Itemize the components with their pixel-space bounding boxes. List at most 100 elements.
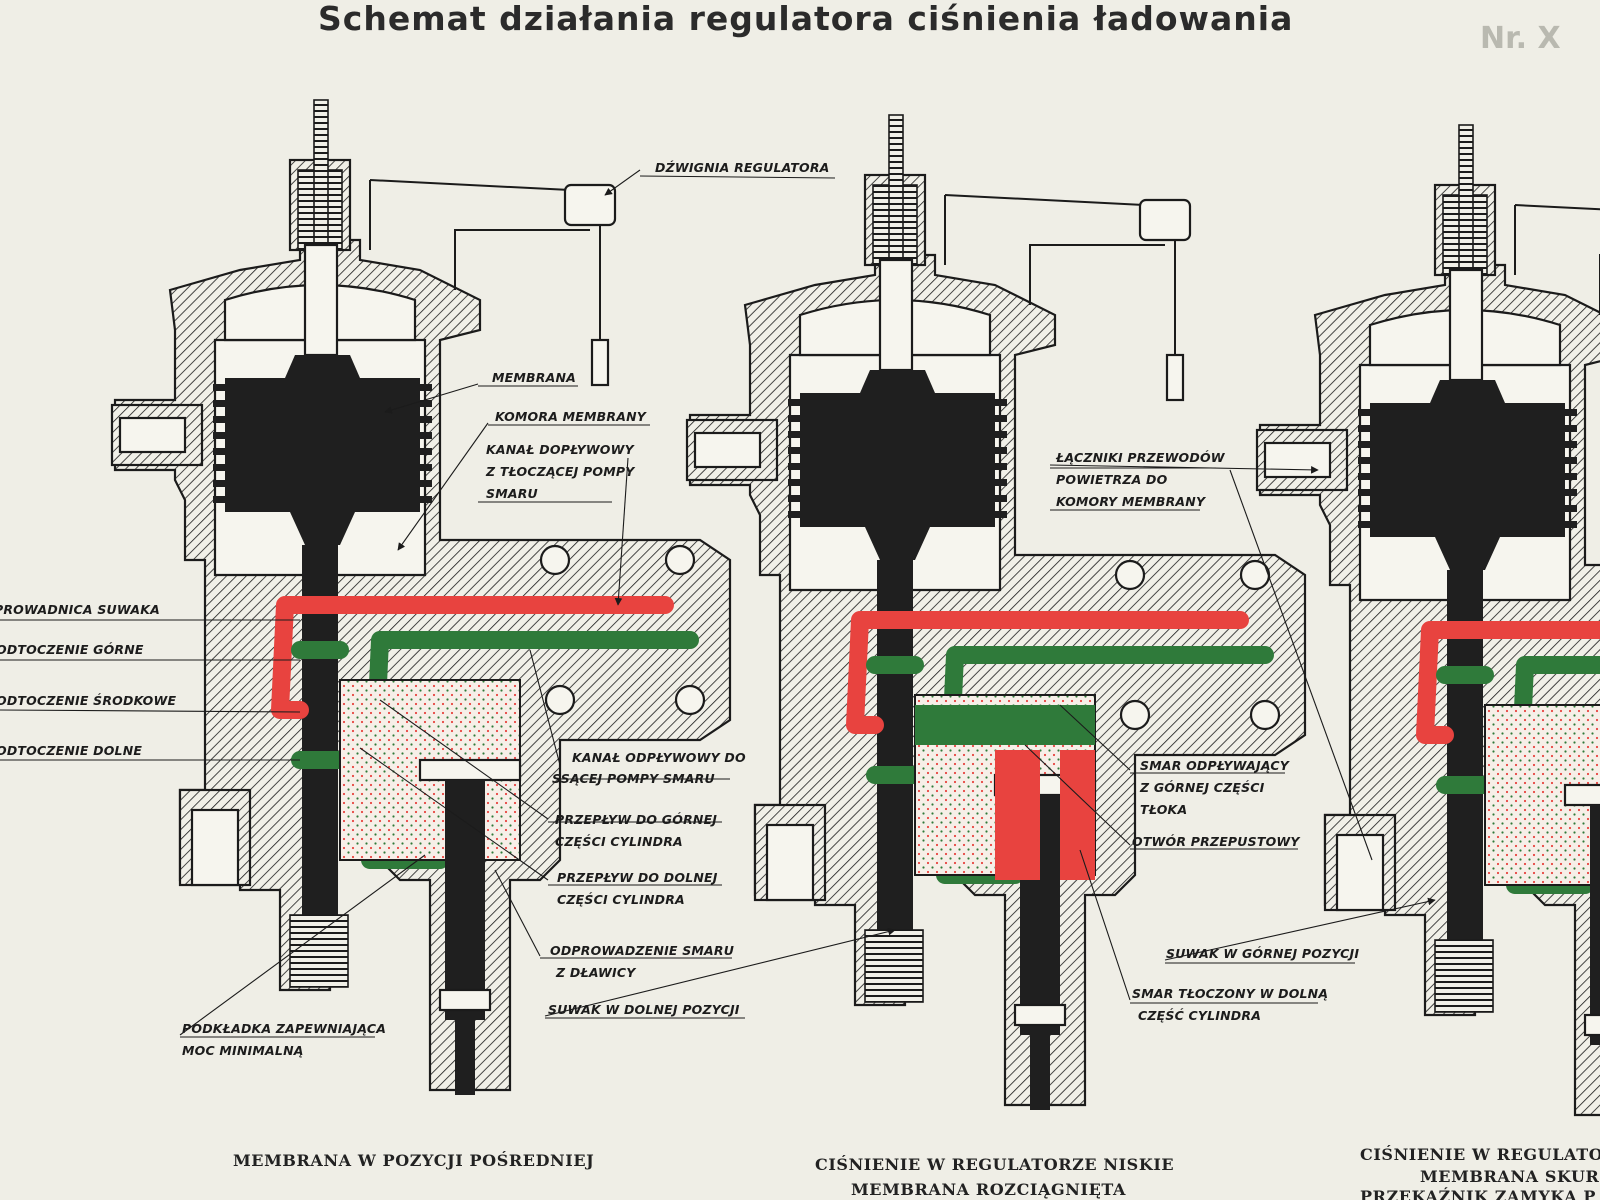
regulator-unit-intermediate [110, 99, 732, 1095]
label-membrana: MEMBRANA [492, 370, 576, 385]
bolt-hole [1239, 559, 1271, 591]
bellows-top [1430, 380, 1505, 403]
label-przeplyw-d-2: CZĘŚCI CYLINDRA [557, 892, 685, 907]
bellows-rib-right [418, 384, 432, 391]
membrane-bellows [225, 378, 420, 512]
caption-unit-1: MEMBRANA W POZYCJI POŚREDNIEJ [233, 1150, 594, 1170]
return-fill-top [915, 705, 1095, 745]
label-suwak-dolny: SUWAK W DOLNEJ POZYCJI [548, 1002, 740, 1017]
label-prowadnica: PROWADNICA SUWAKA [0, 602, 160, 617]
lever-tip [590, 338, 610, 387]
bellows-rib-right [993, 447, 1007, 454]
bolt-hole [539, 544, 571, 576]
bellows-bottom [865, 527, 930, 560]
label-odt-dolne: ODTOCZENIE DOLNE [0, 743, 142, 758]
bellows-rib-left [213, 400, 227, 407]
bellows-rib-left [788, 511, 802, 518]
label-odprowadzenie-2: Z DŁAWICY [555, 965, 637, 980]
bellows-rib-left [1358, 441, 1372, 448]
component-labels: DŹWIGNIA REGULATORA MEMBRANA KOMORA MEMB… [0, 160, 1359, 1058]
lever-tip [1165, 353, 1185, 402]
label-odt-srodkowe: ODTOCZENIE ŚRODKOWE [0, 693, 176, 708]
pressure-fill-left [995, 750, 1040, 880]
bellows-rib-right [418, 448, 432, 455]
bellows-top [860, 370, 935, 393]
label-laczniki-3: KOMORY MEMBRANY [1056, 494, 1207, 509]
red-supply-channel [271, 596, 674, 719]
piston-gland [1583, 1013, 1600, 1037]
bellows-top [285, 355, 360, 378]
bellows-rib-left [213, 384, 227, 391]
bellows-rib-left [788, 479, 802, 486]
ghost-text: Nr. X [1480, 21, 1561, 56]
bellows-rib-left [1358, 457, 1372, 464]
adjust-screw [1458, 124, 1474, 286]
stem-sleeve [303, 243, 339, 357]
piston-rod [445, 780, 485, 1020]
bolt-hole [1114, 559, 1146, 591]
bellows-rib-right [1563, 505, 1577, 512]
bellows-rib-right [1563, 441, 1577, 448]
label-smar-tl-2: CZĘŚĆ CYLINDRA [1138, 1008, 1261, 1023]
bellows-rib-left [788, 495, 802, 502]
bellows-rib-left [788, 415, 802, 422]
piston-gland [438, 988, 492, 1012]
label-przeplyw-d-1: PRZEPŁYW DO DOLNEJ [557, 870, 718, 885]
caption-unit-3-line-2: MEMBRANA SKURCZ [1420, 1167, 1600, 1186]
label-komora: KOMORA MEMBRANY [495, 409, 648, 424]
bellows-rib-right [418, 416, 432, 423]
bellows-rib-right [993, 495, 1007, 502]
piston-rod [1590, 805, 1600, 1045]
bellows-rib-right [1563, 425, 1577, 432]
leader-lines [0, 169, 1436, 1038]
bellows-rib-right [993, 479, 1007, 486]
bellows-rib-left [213, 480, 227, 487]
bellows-rib-left [788, 447, 802, 454]
bellows-rib-right [1563, 521, 1577, 528]
page-title: Schemat działania regulatora ciśnienia ł… [318, 0, 1293, 38]
bellows-rib-right [418, 400, 432, 407]
bellows-rib-right [1563, 457, 1577, 464]
label-kanal-doplyw-1: KANAŁ DOPŁYWOWY [486, 442, 636, 457]
stem-sleeve [878, 258, 914, 372]
red-supply-channel [1416, 621, 1600, 744]
air-port-bore [118, 416, 187, 454]
lever-block [1138, 198, 1192, 242]
regulator-unit-high-pressure [1255, 124, 1600, 1117]
bellows-rib-left [213, 432, 227, 439]
air-port-bore [693, 431, 762, 469]
bellows-rib-left [1358, 409, 1372, 416]
lower-fitting-bore [765, 823, 815, 902]
label-dzwignia: DŹWIGNIA REGULATORA [655, 160, 830, 175]
label-kanal-odplyw-1: KANAŁ ODPŁYWOWY DO [572, 750, 746, 765]
label-smar-tl-1: SMAR TŁOCZONY W DOLNĄ [1132, 986, 1328, 1001]
bellows-rib-right [1563, 489, 1577, 496]
adjust-screw [313, 99, 329, 261]
bellows-rib-right [993, 431, 1007, 438]
piston-rod-end [455, 1020, 475, 1095]
caption-unit-2-line-1: CIŚNIENIE W REGULATORZE NISKIE [815, 1154, 1174, 1174]
label-odprowadzenie-1: ODPROWADZENIE SMARU [550, 943, 734, 958]
lower-spring [1434, 939, 1494, 1013]
bellows-rib-right [1563, 473, 1577, 480]
regulator-unit-low-pressure [685, 114, 1307, 1110]
regulator-lever-rod [1514, 204, 1600, 275]
label-przeplyw-g-1: PRZEPŁYW DO GÓRNEJ [555, 812, 717, 827]
bellows-rib-left [1358, 489, 1372, 496]
caption-unit-2-line-2: MEMBRANA ROZCIĄGNIĘTA [851, 1180, 1126, 1199]
bellows-rib-left [788, 431, 802, 438]
bolt-hole [544, 684, 576, 716]
red-supply-channel [846, 611, 1249, 734]
bellows-rib-left [213, 448, 227, 455]
caption-unit-3-line-3: PRZEKAŹNIK ZAMYKA P [1360, 1186, 1596, 1200]
captions: MEMBRANA W POZYCJI POŚREDNIEJ CIŚNIENIE … [233, 1144, 1600, 1200]
label-otwor: OTWÓR PRZEPUSTOWY [1132, 834, 1301, 849]
bellows-rib-right [418, 464, 432, 471]
label-laczniki-1: ŁĄCZNIKI PRZEWODÓW [1055, 450, 1226, 465]
bellows-rib-right [418, 432, 432, 439]
label-laczniki-2: POWIETRZA DO [1056, 472, 1168, 487]
label-smar-odpl-2: Z GÓRNEJ CZĘŚCI [1139, 780, 1265, 795]
bellows-rib-right [418, 480, 432, 487]
